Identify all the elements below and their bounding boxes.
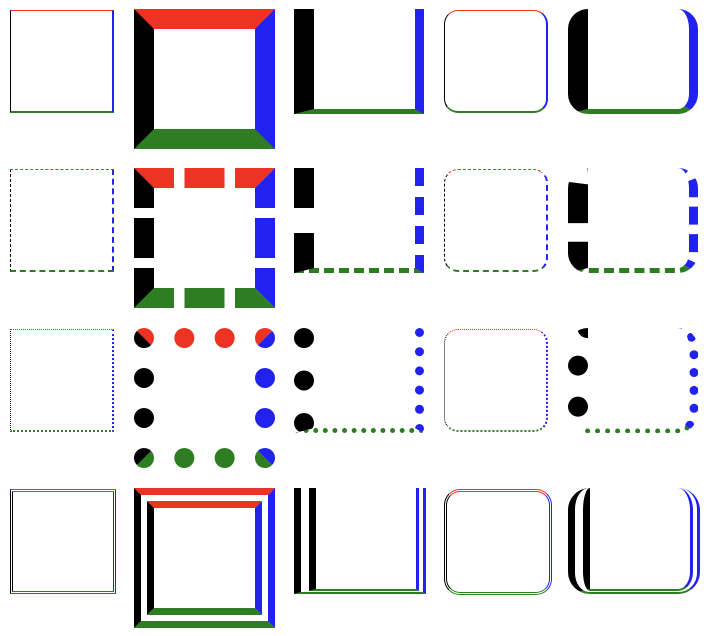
dotted-open-top-rounded-box [568,328,698,433]
solid-open-top-rounded-box [568,9,698,114]
solid-thin-square-box [10,10,114,113]
dotted-open-top-box [294,328,424,433]
dashed-thin-square-box [10,169,114,272]
dashed-thick-square-box [134,168,275,308]
dashed-open-top-box [294,168,424,273]
dotted-thick-square-box [134,328,275,468]
dashed-thin-rounded-box [444,169,548,272]
double-open-top-rounded-box [568,488,700,594]
double-thin-square-box [10,489,116,594]
dotted-thin-rounded-box [444,329,548,432]
double-thick-square-box [134,488,275,628]
dotted-thin-square-box [10,329,114,432]
double-thin-rounded-box [444,489,552,595]
dashed-open-top-rounded-box [568,168,698,273]
double-open-top-box [294,488,426,594]
solid-thick-square-box [134,9,275,149]
solid-open-top-box [294,9,424,114]
solid-thin-rounded-box [444,10,548,113]
